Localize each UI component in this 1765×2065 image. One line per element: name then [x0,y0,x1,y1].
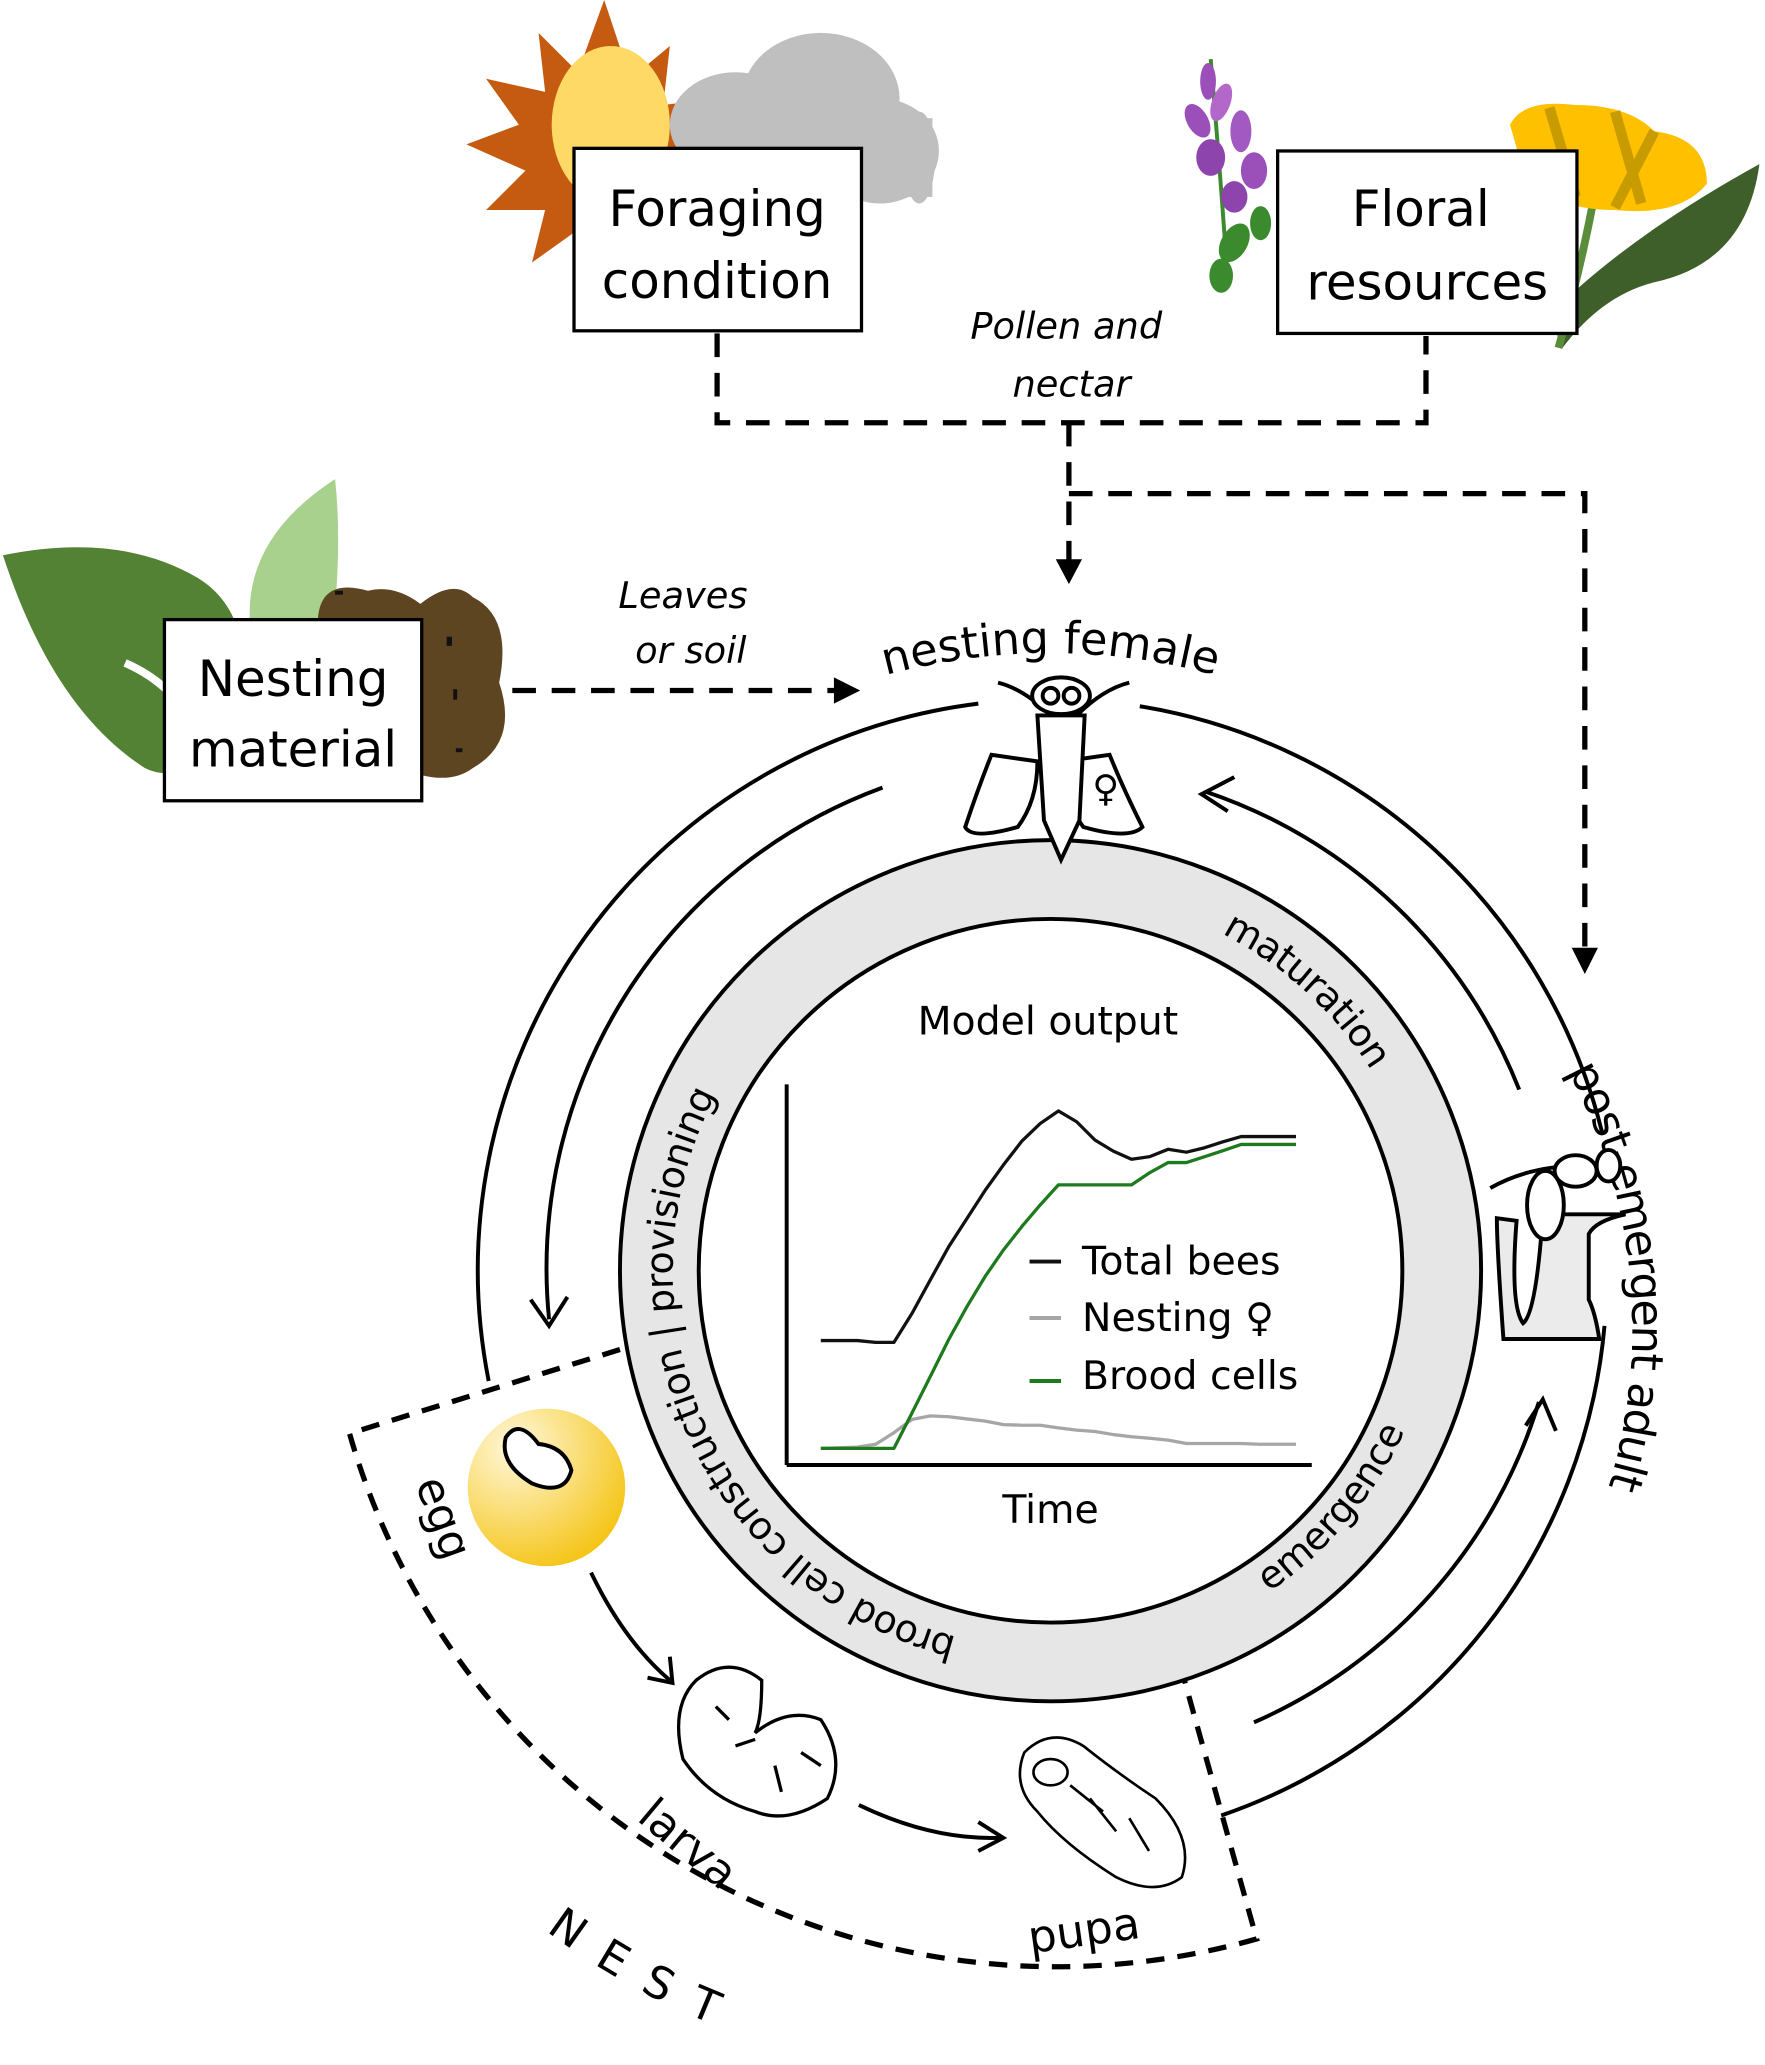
legend-label-brood-cells: Brood cells [1082,1353,1298,1399]
inner-arc-lower-right [1253,1401,1541,1725]
floral-label-line1: Floral [1352,180,1490,238]
nest-label: N E S T [539,1898,732,2037]
chart-title: Model output [918,998,1179,1044]
purple-flower-icon [1184,58,1272,293]
foraging-label-line2: condition [602,252,833,310]
larva-icon [676,1665,838,1818]
egg-icon [467,1408,626,1567]
resource-flow-connectors [714,333,1588,951]
foraging-label-line1: Foraging [608,180,825,238]
arrowhead-to-female-from-material [833,677,861,704]
arrowhead-to-nesting-female [1055,559,1083,585]
chart-legend: Total bees Nesting ♀ Brood cells [1029,1239,1298,1399]
stage-arrows [589,1571,1008,1853]
floral-label-line2: resources [1306,253,1548,311]
pupa-label: pupa [1025,1897,1143,1964]
series-line-nesting [820,1414,1297,1450]
nesting-material-label-line1: Nesting [198,650,389,708]
x-axis-label: Time [1001,1487,1098,1533]
series-line-brood-cells [820,1142,1297,1450]
arrowhead-female [1197,775,1236,813]
leaves-soil-label-line2: or soil [635,629,747,672]
pollen-nectar-label-line1: Pollen and [970,305,1162,348]
outer-arc-left [475,701,979,1382]
egg-to-larva-arrow [589,1571,672,1682]
life-cycle-arcs [475,701,1607,1818]
larva-to-pupa-arrow [858,1803,1001,1840]
floral-resources-box: Floral resources [1275,149,1579,336]
legend-label-total-bees: Total bees [1081,1239,1280,1285]
nesting-female-bee-icon: ♀ [963,675,1145,865]
nesting-female-label: nesting female [876,612,1226,686]
inner-arc-right [1204,789,1522,1091]
arrowhead-post-emergent [1524,1395,1558,1432]
model-output-chart: Model output Total bees Nesting ♀ Brood … [784,998,1312,1533]
nest-boundary [346,1346,1260,1970]
series-line-total-bees [820,1109,1297,1345]
female-symbol: ♀ [1092,767,1119,810]
series-layer [820,1109,1297,1450]
outer-arc-right [1139,704,1604,1133]
nesting-material-box: Nesting material [162,617,424,803]
pupa-icon [1018,1736,1187,1889]
foraging-condition-box: Foraging condition [572,146,864,333]
post-emergent-bee-icon [1489,1147,1626,1341]
legend-label-nesting-females: Nesting ♀ [1082,1295,1274,1341]
arrowhead-left [529,1295,570,1330]
development-ring [617,838,1484,1704]
leaves-soil-label-line1: Leaves [618,574,747,617]
nesting-material-label-line2: material [189,721,397,779]
inner-arc-left [544,785,884,1320]
junction-to-post-emergent-arrow [1068,490,1588,951]
outer-arc-lower-right [1220,1325,1607,1818]
arrowhead-to-post-emergent [1571,947,1598,975]
pollen-nectar-label-line2: nectar [1012,362,1133,405]
